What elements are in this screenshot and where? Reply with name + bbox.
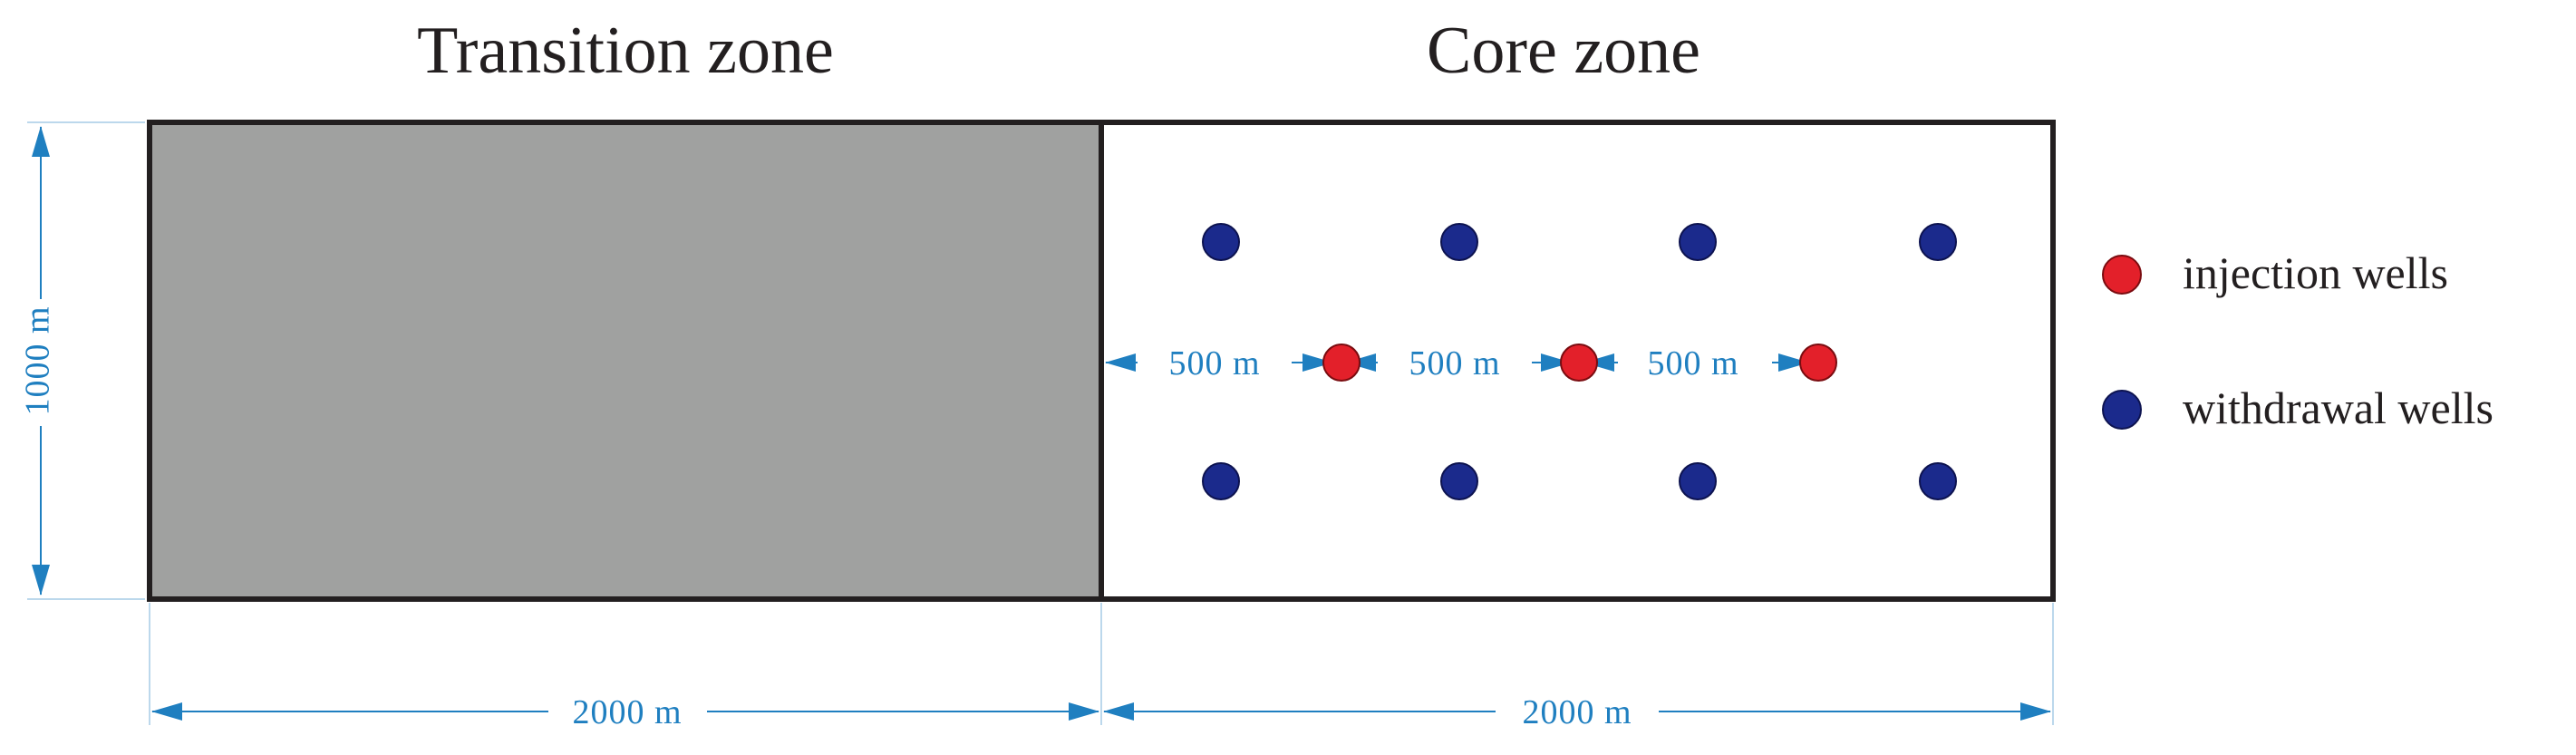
- legend-withdrawal-label: withdrawal wells: [2183, 382, 2494, 433]
- withdrawal-well: [1679, 223, 1717, 261]
- injection-wells-row: [1322, 344, 1837, 382]
- withdrawal-wells-top-row: [1202, 223, 1957, 261]
- spacing-1-label: 500 m: [1168, 344, 1260, 382]
- legend: injection wells withdrawal wells: [2102, 247, 2494, 433]
- legend-withdrawal-icon: [2102, 390, 2142, 430]
- spacing-2-label: 500 m: [1409, 344, 1500, 382]
- withdrawal-well: [1202, 462, 1240, 500]
- withdrawal-well: [1679, 462, 1717, 500]
- withdrawal-well: [1440, 462, 1478, 500]
- legend-injection-icon: [2102, 255, 2142, 295]
- core-width-label: 2000 m: [1522, 693, 1632, 731]
- spacing-3-label: 500 m: [1647, 344, 1738, 382]
- withdrawal-well: [1440, 223, 1478, 261]
- height-dimension-label: 1000 m: [19, 305, 57, 415]
- legend-injection-label: injection wells: [2183, 247, 2448, 298]
- injection-well: [1322, 344, 1361, 382]
- transition-zone: [147, 120, 1104, 602]
- transition-width-label: 2000 m: [572, 693, 682, 731]
- withdrawal-well: [1919, 223, 1957, 261]
- spacing-dimensions: 500 m 500 m 500 m: [1105, 344, 1809, 382]
- injection-well: [1799, 344, 1837, 382]
- core-zone-title: Core zone: [1427, 14, 1700, 88]
- withdrawal-wells-bottom-row: [1202, 462, 1957, 500]
- withdrawal-well: [1202, 223, 1240, 261]
- injection-well: [1560, 344, 1598, 382]
- transition-zone-title: Transition zone: [417, 14, 834, 88]
- withdrawal-well: [1919, 462, 1957, 500]
